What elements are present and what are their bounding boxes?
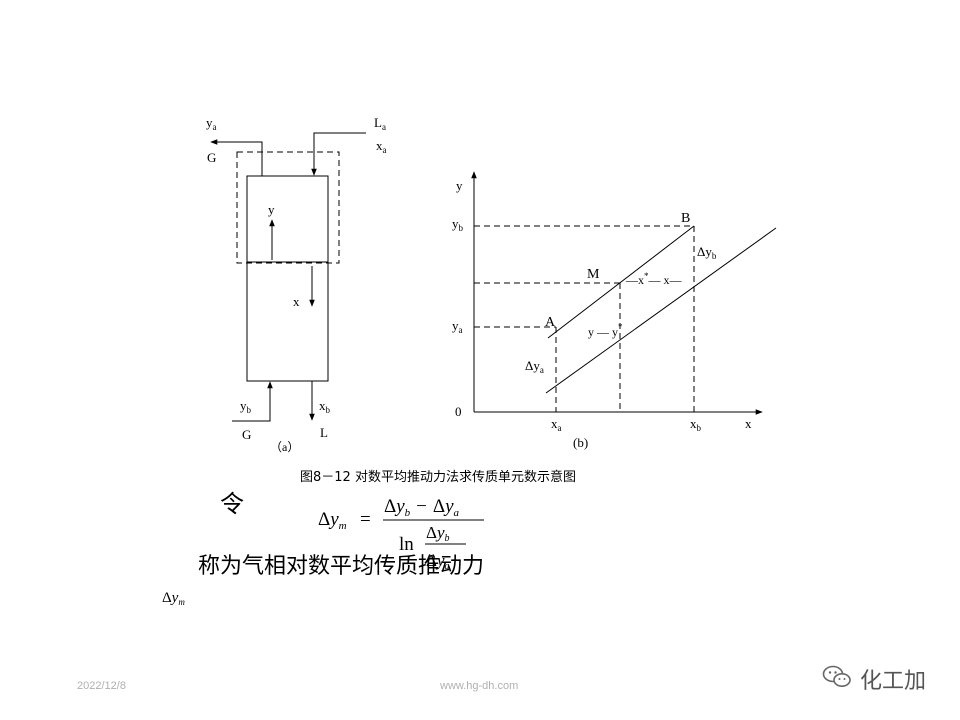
- axis-label-x: x: [745, 416, 752, 431]
- formula-inner-denominator: Δya: [426, 551, 449, 572]
- label-l-bottom: L: [320, 425, 328, 440]
- equilibrium-line: [545, 227, 777, 394]
- tick-yb: yb: [452, 216, 464, 233]
- axis-label-y: y: [456, 178, 463, 193]
- point-m: M: [587, 267, 600, 282]
- panel-label-a: （a）: [270, 440, 299, 454]
- label-g-bottom: G: [242, 427, 251, 442]
- formula-numerator: Δyb−Δya: [384, 496, 460, 519]
- svg-text:Δym: Δym: [162, 590, 185, 607]
- point-b: B: [681, 211, 690, 226]
- tick-ya: ya: [452, 318, 463, 335]
- operating-line: [547, 225, 695, 339]
- label-ya: ya: [206, 115, 217, 132]
- label-y-arrow: y: [268, 202, 275, 217]
- label-x-star: —x*— x—: [625, 271, 683, 287]
- statement-text: 称为气相对数平均传质推动力: [198, 554, 485, 579]
- column-lower: [246, 261, 329, 382]
- footer-date: 2022/12/8: [77, 680, 126, 692]
- label-xa: xa: [376, 138, 387, 155]
- liquid-inlet-line: [311, 132, 366, 176]
- label-xb: xb: [319, 398, 331, 415]
- wechat-icon: [822, 664, 852, 695]
- figure-caption: 图8－12 对数平均推动力法求传质单元数示意图: [300, 470, 576, 485]
- tick-xa: xa: [551, 416, 562, 433]
- tick-xb: xb: [690, 416, 702, 433]
- formula-inner-numerator: Δyb: [426, 523, 449, 544]
- label-x-arrow: x: [293, 294, 300, 309]
- label-dyb: Δyb: [697, 244, 717, 261]
- control-boundary: [236, 151, 340, 264]
- label-g-top: G: [207, 150, 216, 165]
- tick-zero: 0: [455, 404, 462, 419]
- formula-lhs: Δym: [318, 509, 347, 532]
- label-y-star: y — y*: [588, 322, 623, 339]
- watermark: 化工加: [822, 664, 926, 694]
- label-yb: yb: [240, 398, 252, 415]
- gas-outlet-line: [210, 139, 263, 176]
- footer-url: www.hg-dh.com: [440, 680, 519, 692]
- watermark-text: 化工加: [860, 669, 927, 694]
- formula-equals: =: [360, 509, 371, 530]
- label-la: La: [374, 115, 386, 132]
- label-dya: Δya: [525, 358, 544, 375]
- gas-inlet-line: [232, 381, 273, 422]
- panel-label-b: (b): [573, 435, 588, 450]
- point-a: A: [545, 315, 556, 330]
- ling-character: 令: [220, 490, 244, 518]
- formula-ln: ln: [399, 534, 414, 555]
